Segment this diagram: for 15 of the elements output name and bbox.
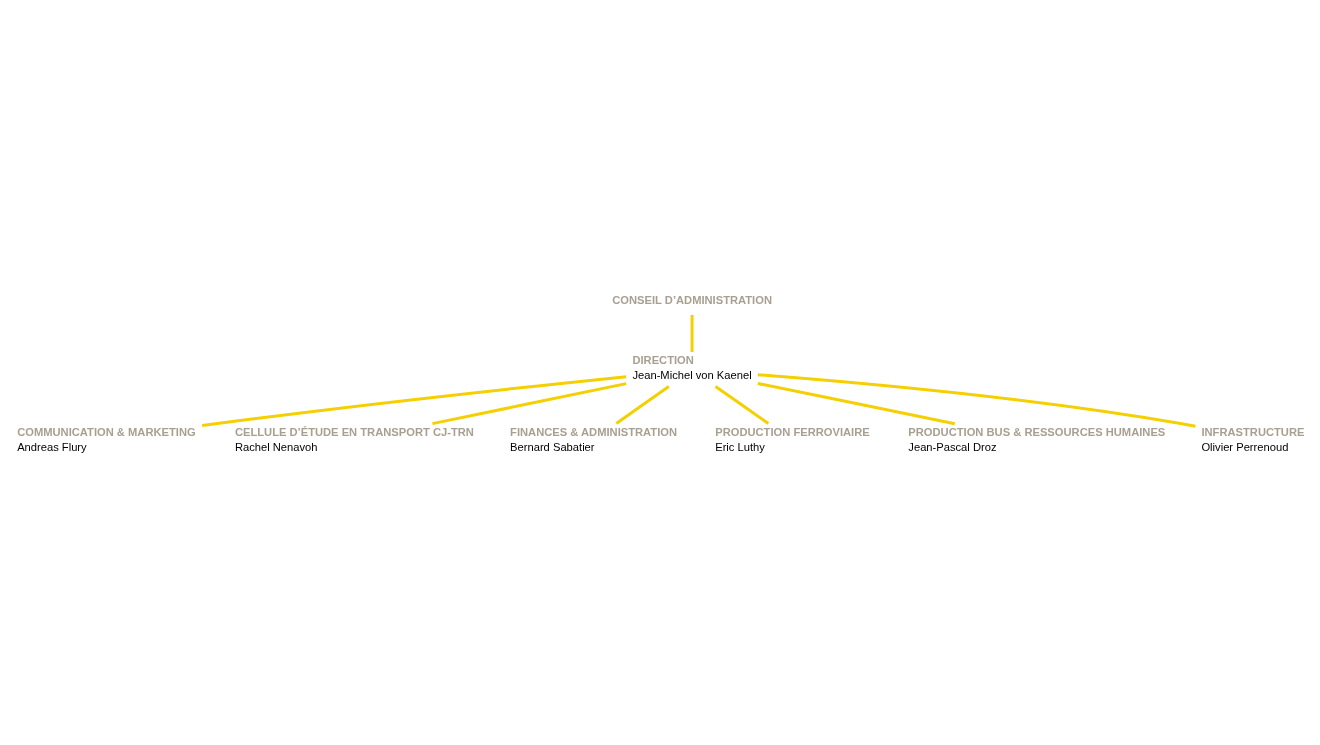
connector bbox=[757, 381, 956, 425]
node-text: PRODUCTION FERROVIAIRE Eric Luthy bbox=[715, 425, 870, 453]
connector bbox=[690, 314, 694, 352]
connector bbox=[714, 384, 770, 425]
node-text: COMMUNICATION & MARKETING Andreas Flury bbox=[17, 425, 196, 453]
node-text: FINANCES & ADMINISTRATION Bernard Sabatier bbox=[510, 425, 678, 453]
node-text: PRODUCTION BUS & RESSOURCES HUMAINES Jean-Pascal Droz bbox=[908, 425, 1166, 453]
connector bbox=[202, 374, 627, 427]
node-text: CELLULE D’ÉTUDE EN TRANSPORT CJ-TRN Rachel Nenavoh bbox=[234, 425, 474, 453]
node-text: DIRECTION Jean-Michel von Kaenel bbox=[632, 353, 752, 381]
node-text: CONSEIL D’ADMINISTRATION bbox=[612, 293, 772, 306]
connector bbox=[615, 384, 670, 425]
connector bbox=[432, 381, 627, 425]
connector bbox=[757, 372, 1196, 428]
node-text: INFRASTRUCTURE Olivier Perrenoud bbox=[1201, 425, 1305, 453]
